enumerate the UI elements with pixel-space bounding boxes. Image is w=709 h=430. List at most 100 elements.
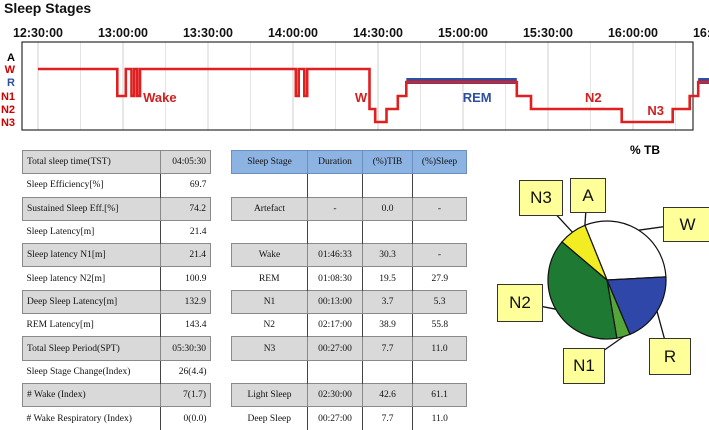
- table-cell: [232, 360, 308, 383]
- table-row: # Wake Respiratory (Index)0(0.0): [23, 406, 211, 430]
- table-row: Sleep latency N1[m]21.4: [22, 243, 211, 268]
- table-cell: 38.9: [362, 313, 413, 337]
- metric-label: Deep Sleep Latency[m]: [22, 289, 161, 315]
- table-cell: 00:27:00: [307, 406, 363, 430]
- table-cell: Deep Sleep: [247, 413, 292, 424]
- table-cell: 27.9: [412, 266, 467, 291]
- metric-value: 26(4.4): [160, 360, 211, 384]
- x-tick-label: 16:00:00: [608, 26, 658, 40]
- stage-annotation: Wake: [143, 90, 176, 105]
- metric-label: # Wake (Index): [22, 382, 161, 408]
- table-cell: 7.7: [362, 336, 413, 361]
- pie-slice: [606, 279, 631, 339]
- table-cell: 3.7: [362, 289, 413, 315]
- metric-label: Sleep latency N2[m]: [26, 273, 106, 284]
- table-cell: [232, 174, 308, 197]
- pie-slice-label: N2: [497, 284, 543, 322]
- table-cell: [232, 220, 308, 243]
- table-row: Sleep Stage Change(Index) 26(4.4): [23, 360, 211, 384]
- metric-value: 143.4: [160, 313, 211, 337]
- metric-label: Sleep latency N1[m]: [22, 243, 161, 268]
- x-tick-label: 16:30:00: [693, 26, 709, 40]
- stage-annotation: N3: [647, 103, 664, 118]
- metric-value: 69.7: [160, 173, 211, 198]
- table-row: REM Latency[m] 143.4: [23, 313, 211, 337]
- table-cell: [307, 220, 363, 244]
- x-tick-label: 14:30:00: [353, 26, 403, 40]
- pie-slice: [584, 220, 667, 281]
- x-tick-label: 13:30:00: [183, 26, 233, 40]
- metric-value: 74.2: [160, 196, 211, 221]
- hypnogram-line: [38, 67, 709, 124]
- table-row: Sleep latency N2[m] 100.9: [23, 266, 211, 291]
- table-cell: [307, 360, 363, 384]
- pie-slice: [606, 276, 667, 336]
- table-cell: Artefact: [231, 196, 308, 221]
- y-level-label: W: [5, 64, 16, 76]
- table-row: [232, 220, 467, 244]
- metric-label: Sustained Sleep Eff.[%]: [22, 196, 161, 221]
- pie-slice-label: A: [570, 178, 606, 213]
- table-cell: 00:13:00: [307, 289, 363, 315]
- table-cell: -: [412, 243, 467, 268]
- table-cell: 5.3: [412, 289, 467, 315]
- metric-value: 04:05:30: [160, 149, 211, 175]
- y-level-label: N1: [1, 91, 15, 103]
- x-tick-label: 13:00:00: [98, 26, 148, 40]
- table-cell: 0.0: [362, 196, 413, 221]
- table-cell: [362, 173, 413, 198]
- stage-annotation: REM: [463, 90, 492, 105]
- table-cell: 00:27:00: [307, 336, 363, 361]
- table-row: Total Sleep Period(SPT)05:30:30: [22, 336, 211, 361]
- table-cell: 01:46:33: [307, 243, 363, 268]
- y-level-label: A: [7, 52, 15, 64]
- table-cell: Light Sleep: [231, 382, 308, 408]
- metric-value: 21.4: [160, 243, 211, 268]
- pie-slice-label: R: [649, 338, 691, 375]
- table-cell: [362, 360, 413, 384]
- metric-label: Total sleep time(TST): [22, 149, 161, 175]
- table-cell: [412, 173, 467, 198]
- metric-label: Sleep Latency[m]: [26, 227, 95, 238]
- metric-label: # Wake Respiratory (Index): [26, 413, 132, 424]
- metric-label: Total Sleep Period(SPT): [22, 336, 161, 361]
- metric-label: Sleep Stage Change(Index): [26, 366, 131, 377]
- table-row: [232, 173, 467, 198]
- table-cell: 30.3: [362, 243, 413, 268]
- table-cell: 11.0: [412, 406, 467, 430]
- column-header: (%)Sleep: [412, 149, 467, 175]
- stage-annotation: W: [355, 90, 368, 105]
- metric-value: 21.4: [160, 220, 211, 244]
- pie-slice-label: W: [663, 207, 709, 242]
- table-row: Sleep Efficiency[%] 69.7: [23, 173, 211, 198]
- table-cell: [307, 173, 363, 198]
- hypnogram-frame: [21, 41, 694, 131]
- pie-slice-label: N1: [563, 348, 605, 384]
- metric-label: REM Latency[m]: [26, 320, 94, 331]
- table-cell: 19.5: [362, 266, 413, 291]
- table-cell: -: [307, 196, 363, 221]
- pie-slice: [561, 224, 608, 281]
- metric-value: 100.9: [160, 266, 211, 291]
- table-cell: [412, 360, 467, 384]
- pie-slice-label: N3: [519, 180, 563, 216]
- stage-annotation: N2: [585, 90, 602, 105]
- column-header: (%)TIB: [362, 149, 413, 175]
- x-tick-label: 14:00:00: [268, 26, 318, 40]
- chart-title: Sleep Stages: [4, 0, 92, 16]
- y-level-label: N3: [1, 117, 15, 129]
- table-row: Total sleep time(TST)04:05:30: [22, 149, 211, 175]
- table-cell: REM: [258, 273, 280, 284]
- table-cell: N1: [231, 289, 308, 315]
- metric-value: 05:30:30: [160, 336, 211, 361]
- metric-label: Sleep Efficiency[%]: [26, 180, 104, 191]
